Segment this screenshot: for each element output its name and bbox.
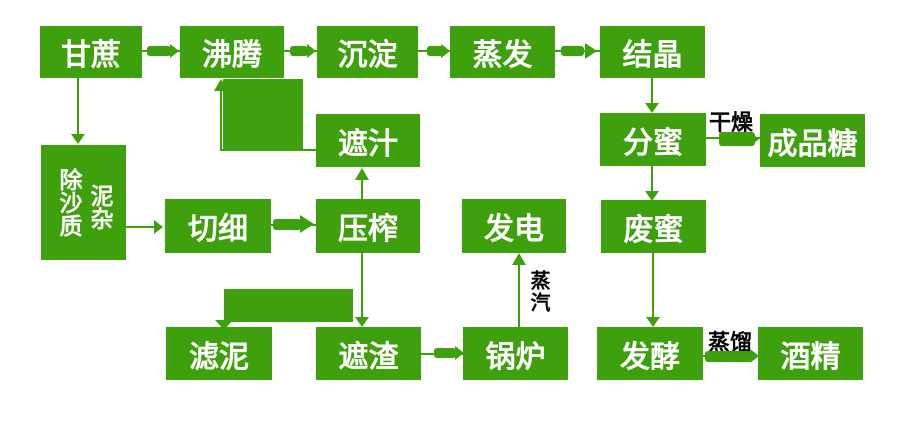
arrow-separation-molasses-line bbox=[651, 166, 653, 192]
node-power-generation: 发电 bbox=[462, 199, 566, 253]
arrow-impurity-shredding-head bbox=[154, 220, 163, 234]
arrow-pressing-juice-head bbox=[355, 168, 369, 180]
node-evaporation: 蒸发 bbox=[450, 26, 555, 78]
arrow-boiling-sedimentation-bar bbox=[290, 46, 308, 56]
arrow-pressing-residue-head bbox=[355, 317, 369, 327]
arrow-molasses-fermentation-head bbox=[646, 317, 660, 327]
steam-label: 蒸汽 bbox=[527, 270, 551, 314]
arrow-juice-boiling-head bbox=[214, 79, 228, 91]
node-boiling: 沸腾 bbox=[180, 26, 284, 78]
connector-block-boiling bbox=[223, 79, 303, 151]
node-shredding: 切细 bbox=[165, 199, 271, 253]
connector-block-filter-mud bbox=[224, 289, 353, 322]
arrow-boiler-power-line bbox=[518, 265, 520, 327]
impurity-removal-col2: 泥杂 bbox=[86, 184, 113, 230]
arrow-separation-molasses-head bbox=[645, 191, 659, 201]
arrow-crystallization-separation-line bbox=[651, 78, 653, 104]
arrow-fermentation-alcohol-bar bbox=[705, 351, 752, 362]
impurity-removal-text: 除沙质 泥杂 bbox=[55, 168, 113, 237]
node-cane-residue: 遮渣 bbox=[316, 327, 421, 380]
arrow-sedimentation-evaporation-head bbox=[441, 44, 450, 58]
arrow-crystallization-separation-head bbox=[645, 103, 659, 113]
drying-label: 干燥 bbox=[709, 111, 754, 136]
arrow-separation-sugar-bar bbox=[719, 132, 755, 146]
node-alcohol: 酒精 bbox=[758, 327, 863, 380]
node-crystallization: 结晶 bbox=[600, 26, 705, 78]
node-finished-sugar: 成品糖 bbox=[760, 114, 865, 167]
arrow-boiling-sedimentation-head bbox=[307, 44, 316, 58]
arrow-separation-sugar-head bbox=[750, 132, 759, 146]
arrow-boiler-power-head bbox=[512, 253, 526, 265]
arrow-fermentation-alcohol-head bbox=[750, 349, 759, 363]
arrow-shredding-pressing-head bbox=[300, 215, 314, 233]
node-sedimentation: 沉淀 bbox=[317, 26, 418, 78]
node-filter-mud: 滤泥 bbox=[166, 327, 272, 380]
arrow-sedimentation-evaporation-bar bbox=[427, 46, 446, 56]
arrow-residue-boiler-bar bbox=[434, 348, 456, 358]
arrow-filter-mud-head bbox=[215, 320, 233, 330]
arrow-sugarcane-impurity-line bbox=[77, 78, 79, 135]
node-impurity-removal: 除沙质 泥杂 bbox=[41, 145, 126, 260]
arrow-residue-boiler-head bbox=[455, 346, 464, 360]
arrow-pressing-residue-line bbox=[361, 253, 363, 318]
node-pressing: 压榨 bbox=[316, 199, 420, 253]
node-waste-molasses: 废蜜 bbox=[601, 200, 706, 253]
node-sugarcane: 甘蔗 bbox=[40, 26, 142, 78]
arrow-evaporation-crystallization-head bbox=[585, 43, 597, 59]
arrow-shredding-pressing-bar bbox=[273, 219, 301, 230]
arrow-sugarcane-boiling-head bbox=[170, 44, 179, 58]
arrow-sugarcane-boiling-bar bbox=[147, 46, 171, 56]
node-fermentation: 发酵 bbox=[597, 327, 703, 380]
arrow-pressing-juice-line bbox=[361, 180, 363, 199]
impurity-removal-col1: 除沙质 bbox=[55, 168, 81, 237]
node-honey-separation: 分蜜 bbox=[600, 113, 706, 166]
arrow-impurity-shredding-line bbox=[126, 226, 156, 228]
arrow-sugarcane-impurity-head bbox=[71, 134, 85, 144]
node-boiler: 锅炉 bbox=[463, 327, 568, 380]
arrow-molasses-fermentation-line bbox=[652, 253, 654, 318]
arrow-evaporation-crystallization-bar bbox=[561, 46, 584, 56]
node-cane-juice: 遮汁 bbox=[316, 114, 420, 167]
arrow-juice-boiling-vline bbox=[220, 91, 222, 151]
